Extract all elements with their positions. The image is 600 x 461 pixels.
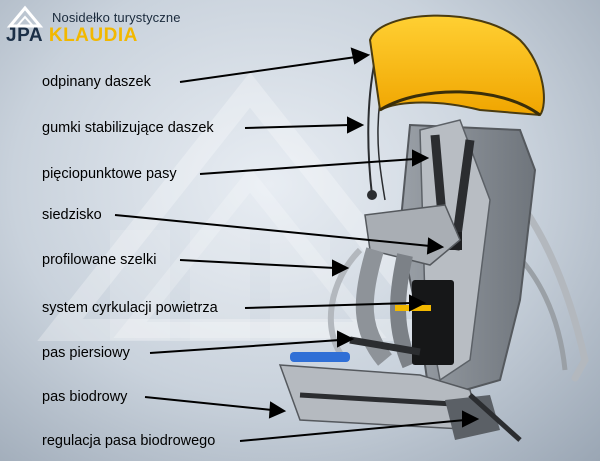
label-chest-strap: pas piersiowy: [42, 345, 130, 361]
shoulder-strap: [390, 253, 418, 369]
pointer-arrows: [114, 47, 480, 442]
logo-text: JPA: [6, 25, 44, 46]
label-hip-belt-adjustment: regulacja pasa biodrowego: [42, 433, 216, 449]
canopy-rod: [367, 59, 376, 196]
label-air-circulation: system cyrkulacji powietrza: [42, 300, 218, 316]
canopy-rod: [377, 99, 386, 201]
header-title: Nosidełko turystyczne: [52, 10, 181, 25]
product-name: KLAUDIA: [48, 25, 138, 46]
chest-strap: [349, 336, 421, 356]
brand-logo-text: JPA KLAUDIA: [6, 25, 138, 47]
label-five-point-harness: pięciopunktowe pasy: [42, 166, 177, 182]
mountain-logo-icon: [6, 5, 44, 28]
label-shoulder-straps: profilowane szelki: [42, 252, 157, 268]
label-detachable-canopy: odpinany daszek: [42, 74, 151, 90]
harness-strap: [450, 139, 475, 251]
label-seat: siedzisko: [42, 207, 102, 223]
sunshade-canopy: [368, 14, 545, 117]
label-canopy-stabilizer: gumki stabilizujące daszek: [42, 120, 214, 136]
shoulder-strap: [355, 247, 393, 366]
label-hip-belt: pas biodrowy: [42, 389, 128, 405]
